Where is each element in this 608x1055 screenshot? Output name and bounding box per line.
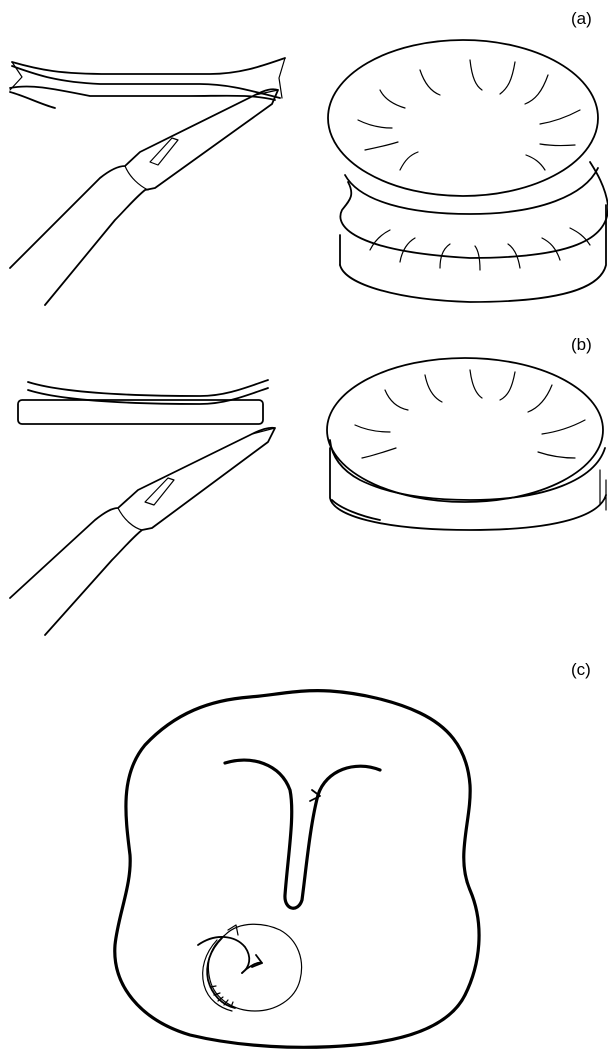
ring-device-a <box>328 40 608 302</box>
scalpel-a <box>10 89 278 305</box>
scalpel-b <box>10 428 275 635</box>
vessel-graft-b <box>18 380 268 424</box>
anastomosis-incision <box>225 760 380 908</box>
panel-c-drawing <box>0 655 608 1055</box>
panel-b: (b) <box>0 330 608 650</box>
panel-b-drawing <box>0 330 608 650</box>
panel-a-drawing <box>0 0 608 320</box>
panel-a: (a) <box>0 0 608 320</box>
organ-outline <box>115 691 479 1048</box>
ring-device-b <box>327 358 606 530</box>
panel-c: (c) <box>0 655 608 1055</box>
